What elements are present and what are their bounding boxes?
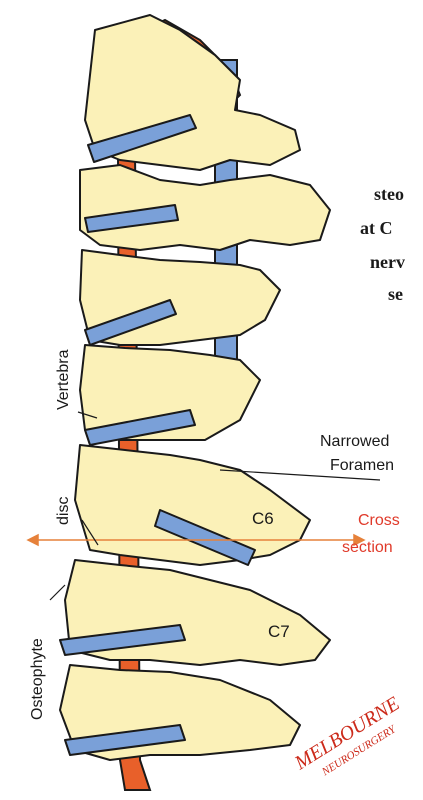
melbourne-neurosurgery-logo: MELBOURNE NEUROSURGERY [290,693,412,789]
foramen-label: Foramen [330,457,394,474]
c6-label: C6 [252,509,274,528]
vertebra-label: Vertebra [55,349,72,410]
caption-line-4: se [388,284,403,304]
section-label: section [342,539,393,556]
caption: steo at C nerv se [360,184,405,304]
narrowed-label: Narrowed [320,433,389,450]
caption-line-2: at C [360,218,393,238]
caption-line-3: nerv [370,252,405,272]
cross-label: Cross [358,512,400,529]
c7-label: C7 [268,622,290,641]
caption-line-1: steo [374,184,404,204]
disc-label: disc [55,497,72,525]
osteophyte-label: Osteophyte [29,638,46,720]
